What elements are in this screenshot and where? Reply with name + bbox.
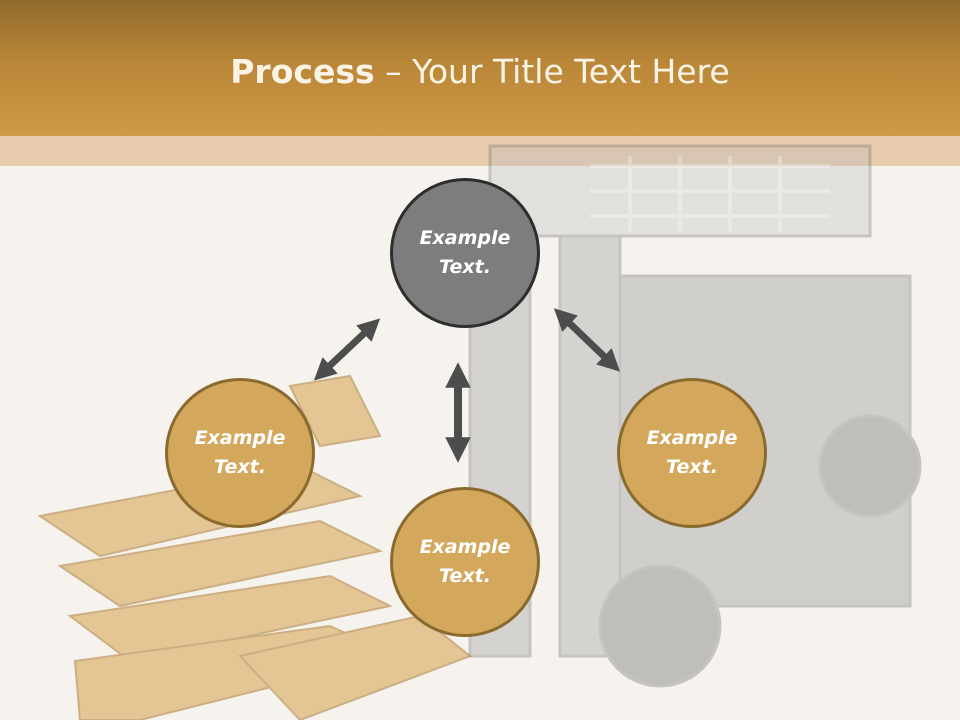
arrow-top-left (313, 318, 381, 381)
node-right-line2: Text. (666, 456, 718, 478)
node-top-line2: Text. (439, 256, 491, 278)
node-left-line1: Example (194, 427, 286, 449)
node-top-line1: Example (419, 227, 511, 249)
node-bottom-line2: Text. (439, 565, 491, 587)
title-header-bar (0, 0, 960, 136)
title-bold-word: Process (230, 52, 375, 91)
node-left-line2: Text. (214, 456, 266, 478)
node-right-line1: Example (646, 427, 738, 449)
page-title: Process – Your Title Text Here (0, 52, 960, 91)
arrow-top-right (553, 308, 621, 372)
node-bottom-line1: Example (419, 536, 511, 558)
title-rest: – Your Title Text Here (374, 52, 730, 91)
header-accent-band (0, 136, 960, 166)
